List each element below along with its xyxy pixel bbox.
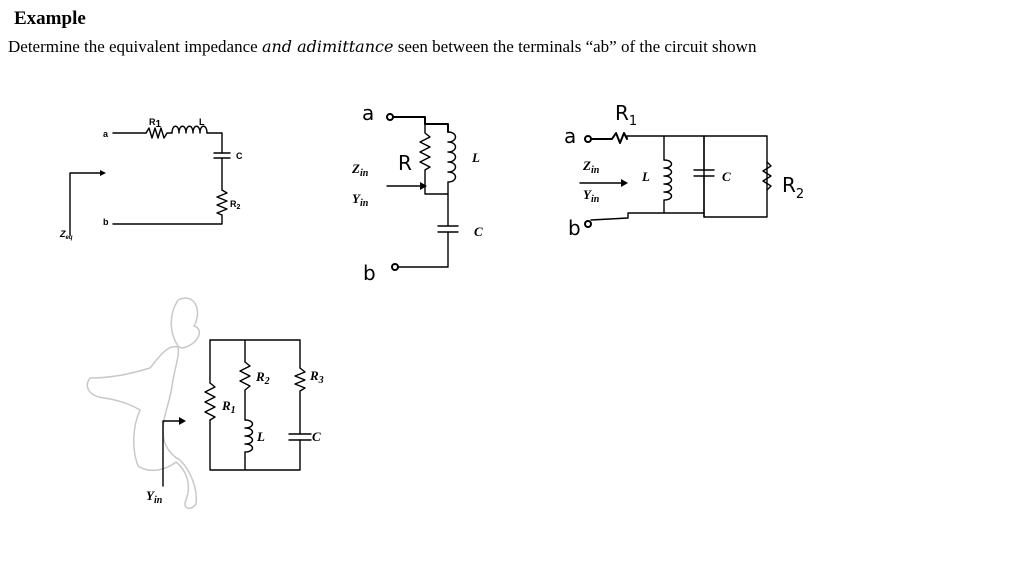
- c3-inductor-l: [663, 159, 673, 214]
- c3-capacitor-c: [693, 135, 715, 218]
- c1-inductor-l: [171, 125, 208, 134]
- circuit-3: a b R1 L C R2 Zin Yin: [564, 101, 804, 240]
- c2-yin-label: Yin: [352, 191, 369, 209]
- c1-wire-right: [206, 132, 223, 154]
- c4-arrow-head: [179, 417, 186, 425]
- c1-capacitor-c: [213, 152, 231, 191]
- c2-zin-label: Zin: [351, 161, 369, 179]
- c1-zeq-arrow: [69, 172, 105, 236]
- c3-resistor-r1: [590, 132, 628, 144]
- c2-r-label: R: [398, 151, 412, 175]
- c3-terminal-b-node: [584, 220, 592, 228]
- c1-r2-label: R2: [230, 199, 241, 211]
- c2-inductor-l: [447, 131, 457, 201]
- c1-resistor-r2: [112, 189, 228, 225]
- c4-resistor-r3: [294, 367, 306, 435]
- c3-c-label: C: [722, 169, 731, 184]
- c4-r3-label: R3: [309, 368, 324, 386]
- c4-resistor-r2: [239, 361, 251, 421]
- c4-l-label: L: [256, 429, 265, 444]
- c2-resistor-r: [419, 123, 449, 195]
- c4-c-label: C: [312, 429, 321, 444]
- c1-zeq-label: Zeq: [59, 229, 73, 241]
- c1-terminal-a: a: [103, 129, 109, 139]
- c4-r1-label: R1: [221, 398, 236, 416]
- c3-r1-label: R1: [615, 101, 637, 129]
- c2-terminal-a: a: [362, 101, 374, 125]
- problem-text-emphasis: and adimittance: [261, 37, 394, 56]
- c2-arrow-head: [420, 182, 427, 190]
- c3-r2-label: R2: [782, 173, 804, 202]
- c2-wire-top: [392, 116, 449, 133]
- c2-c-label: C: [474, 224, 483, 239]
- c3-wire-bottom: [590, 212, 705, 221]
- circuit-1: R1 L C R2 a b Zeq: [59, 117, 243, 241]
- c3-arrow-head: [621, 179, 628, 187]
- circuit-2: a b R L C Zin Yin: [351, 101, 483, 285]
- c4-r2-label: R2: [255, 369, 270, 387]
- c4-yin-label: Yin: [146, 488, 163, 506]
- example-heading: Example: [14, 8, 86, 29]
- c2-terminal-b-node: [391, 263, 399, 271]
- c2-terminal-b: b: [363, 261, 376, 285]
- c4-frame: [209, 339, 301, 471]
- c4-capacitor-c: [288, 433, 312, 441]
- problem-text-end: seen between the terminals “ab” of the c…: [393, 37, 757, 56]
- circuit-4: R1 R2 R3 L C Yin: [86, 297, 324, 510]
- c3-yin-label: Yin: [583, 187, 600, 205]
- c3-resistor-r2: [762, 161, 772, 191]
- c1-l-label: L: [199, 117, 205, 127]
- c1-resistor-r1: [145, 127, 173, 139]
- c4-inductor-l: [244, 419, 254, 459]
- c4-resistor-r1: [204, 382, 216, 421]
- c4-yin-arrow: [162, 420, 181, 487]
- c1-c-label: C: [236, 151, 243, 161]
- c2-capacitor-c: [397, 199, 459, 268]
- c3-terminal-b: b: [568, 216, 581, 240]
- c1-arrow-head: [100, 170, 106, 176]
- c3-l-label: L: [641, 169, 650, 184]
- c1-terminal-b: b: [103, 217, 109, 227]
- c3-terminal-a: a: [564, 124, 576, 148]
- c1-r1-label: R1: [149, 117, 162, 130]
- c4-background-sketch: [86, 297, 200, 510]
- problem-statement: Determine the equivalent impedance and a…: [8, 37, 756, 57]
- c3-zin-label: Zin: [582, 158, 600, 176]
- problem-text-start: Determine the equivalent impedance: [8, 37, 262, 56]
- c2-l-label: L: [471, 150, 480, 165]
